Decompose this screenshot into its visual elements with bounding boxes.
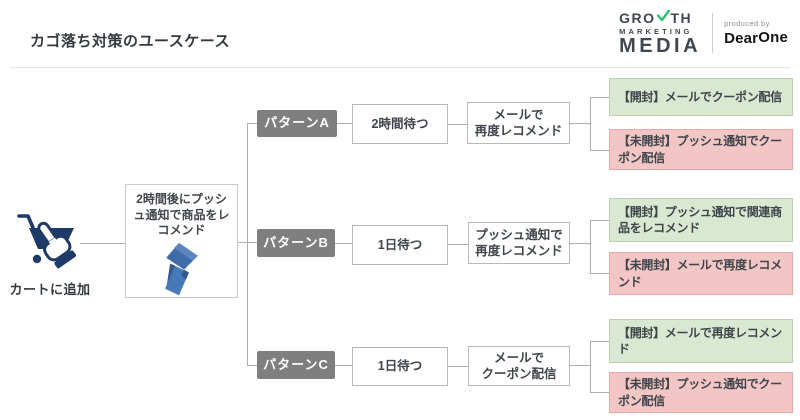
produced-by-label: produced by bbox=[724, 19, 770, 29]
pattern-b-unopened-outcome: 【未開封】メールで再度レコメンド bbox=[609, 252, 793, 295]
pattern-c-wait: 1日待つ bbox=[352, 347, 448, 386]
connector bbox=[337, 123, 352, 124]
add-to-cart-node: カートに追加 bbox=[2, 208, 98, 298]
connector bbox=[570, 243, 590, 244]
pattern-c-unopened-outcome: 【未開封】プッシュ通知でクーポン配信 bbox=[609, 372, 793, 413]
pattern-b-opened-outcome: 【開封】プッシュ通知で関連商品をレコメンド bbox=[609, 198, 793, 242]
connector bbox=[590, 150, 609, 151]
jeans-image bbox=[164, 242, 198, 296]
logo-growth-pre: GRO bbox=[619, 10, 656, 26]
connector bbox=[590, 273, 609, 274]
connector bbox=[570, 123, 590, 124]
check-icon bbox=[656, 9, 670, 25]
connector bbox=[590, 220, 591, 273]
connector bbox=[590, 97, 609, 98]
connector bbox=[448, 244, 468, 245]
pattern-c-action: メールで クーポン配信 bbox=[468, 346, 570, 386]
connector bbox=[590, 220, 609, 221]
pattern-b-action: プッシュ通知で 再度レコメンド bbox=[468, 222, 570, 264]
connector bbox=[570, 365, 590, 366]
pattern-a-wait: 2時間待つ bbox=[352, 104, 448, 144]
logo-media: MEDIA bbox=[619, 34, 702, 57]
pattern-b-label: パターンB bbox=[257, 229, 335, 257]
connector bbox=[448, 366, 468, 367]
dearone-logo: DearOne bbox=[724, 29, 788, 48]
connector bbox=[247, 365, 257, 366]
pattern-a-label: パターンA bbox=[257, 110, 337, 137]
brand-one: One bbox=[758, 29, 788, 47]
logo-growth-post: TH bbox=[670, 10, 693, 26]
pattern-b-wait: 1日待つ bbox=[352, 225, 448, 265]
connector bbox=[247, 242, 257, 243]
connector bbox=[335, 243, 352, 244]
connector bbox=[80, 243, 125, 244]
logo-wordmark: GRO TH MARKETING MEDIA bbox=[619, 9, 702, 57]
connector bbox=[590, 341, 591, 392]
recommend-text: 2時間後にプッシュ通知で商品をレコメンド bbox=[133, 192, 230, 238]
cart-click-icon bbox=[17, 214, 76, 269]
connector bbox=[247, 123, 257, 124]
connector bbox=[590, 341, 609, 342]
pattern-a-opened-outcome: 【開封】メールでクーポン配信 bbox=[609, 78, 793, 116]
connector bbox=[448, 124, 467, 125]
add-to-cart-label: カートに追加 bbox=[9, 282, 91, 297]
pattern-c-opened-outcome: 【開封】メールで再度レコメンド bbox=[609, 319, 793, 363]
recommend-node: 2時間後にプッシュ通知で商品をレコメンド bbox=[125, 184, 238, 298]
connector bbox=[590, 392, 609, 393]
logo-divider bbox=[712, 13, 714, 54]
growth-marketing-media-logo: GRO TH MARKETING MEDIA produced by DearO… bbox=[619, 9, 788, 57]
page-title: カゴ落ち対策のユースケース bbox=[30, 33, 231, 50]
pattern-a-action: メールで 再度レコメンド bbox=[467, 102, 570, 144]
logo-marketing: MARKETING bbox=[619, 26, 693, 36]
brand-dear: Dear bbox=[724, 30, 759, 48]
connector bbox=[590, 97, 591, 150]
connector bbox=[335, 365, 352, 366]
connector bbox=[247, 123, 248, 365]
title-separator bbox=[10, 67, 790, 68]
connector bbox=[238, 242, 247, 243]
pattern-c-label: パターンC bbox=[257, 351, 335, 379]
pattern-a-unopened-outcome: 【未開封】プッシュ通知でクーポン配信 bbox=[609, 129, 793, 170]
